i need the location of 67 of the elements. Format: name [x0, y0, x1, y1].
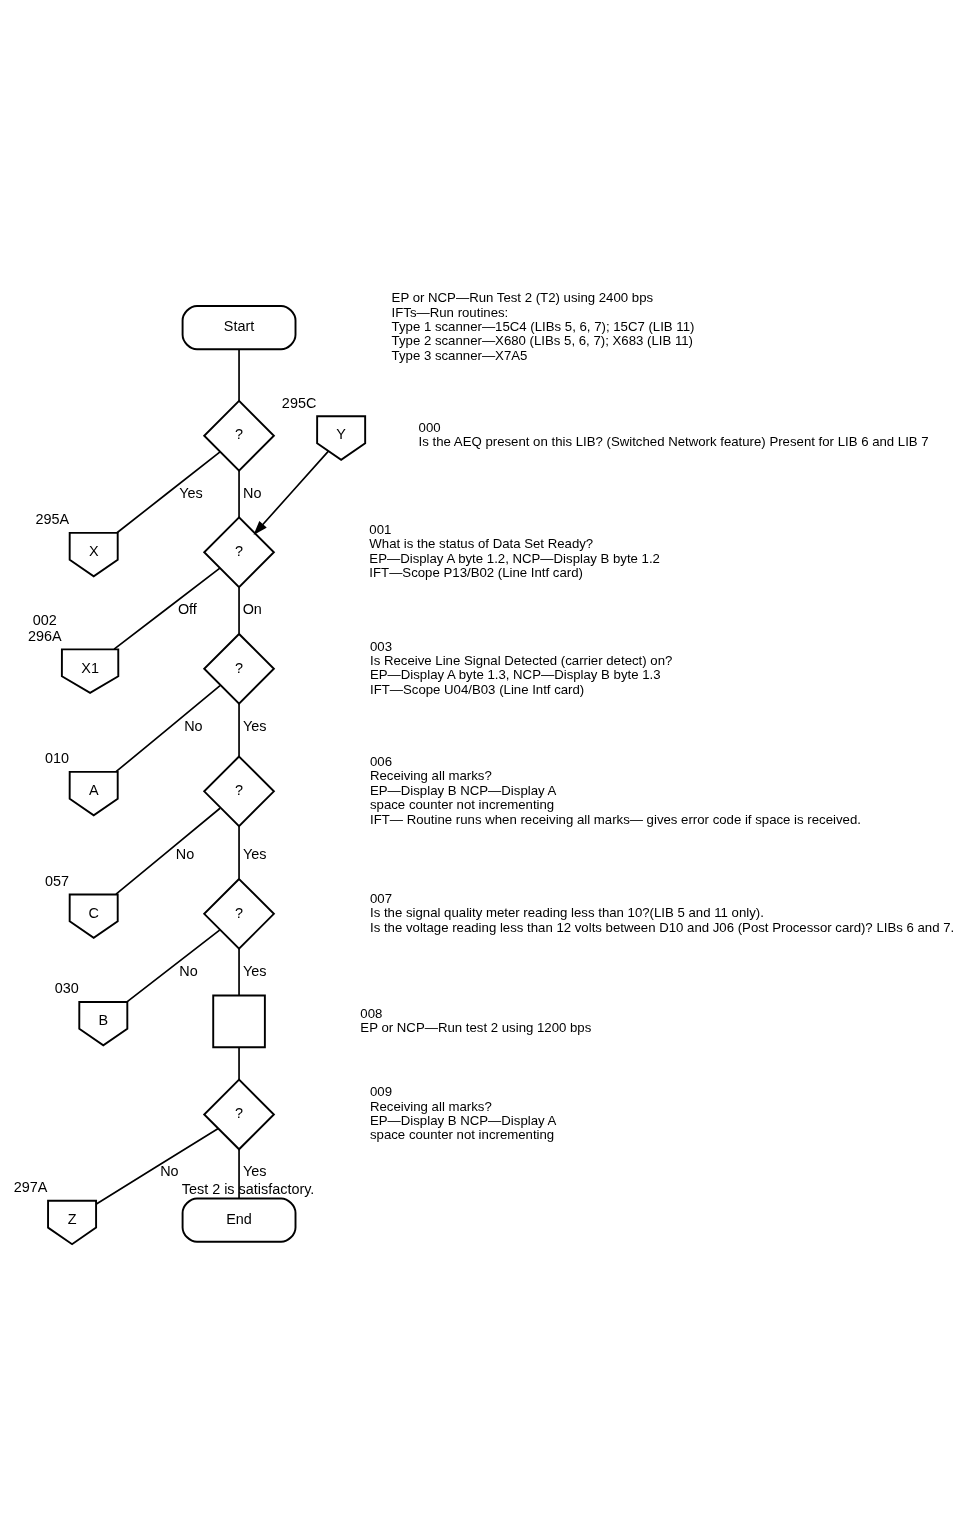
node-label: 010	[45, 749, 70, 766]
connector	[113, 566, 221, 650]
node-label: 006	[369, 753, 393, 769]
connector	[238, 824, 240, 880]
node-label: 295C	[281, 394, 317, 411]
node-label: 003	[369, 638, 393, 654]
node-box: End	[181, 1197, 297, 1243]
edge-label: Yes	[242, 962, 267, 979]
node-label: EP—Display A byte 1.2, NCP—Display B byte 1.2	[369, 550, 660, 566]
edge-label: Yes	[242, 717, 267, 734]
node-label: EP—Display B NCP—Display A	[369, 782, 557, 798]
node-label: 000	[418, 419, 441, 435]
node-label: 057	[45, 872, 70, 889]
edge-label: Yes	[179, 484, 203, 501]
edge-label: No	[184, 717, 203, 734]
node-box	[212, 994, 266, 1048]
connector	[238, 702, 240, 757]
node-diamond: ?	[202, 399, 276, 472]
node-label: Type 1 scanner—15C4 (LIBs 5, 6, 7); 15C7 (LIB 11)	[391, 318, 695, 334]
edge-label: Yes	[242, 1162, 267, 1179]
node-label: Is Receive Line Signal Detected (carrier detect) on?	[369, 652, 673, 668]
node-diamond: ?	[202, 754, 276, 827]
connector	[115, 806, 221, 895]
node-label: EP or NCP—Run test 2 using 1200 bps	[360, 1019, 592, 1035]
node-label: EP or NCP—Run Test 2 (T2) using 2400 bps	[391, 289, 654, 305]
edge-label: Off	[177, 600, 197, 617]
connector	[95, 1127, 220, 1205]
node-box: Start	[181, 304, 297, 350]
connector	[126, 928, 221, 1002]
node-label: Receiving all marks?	[369, 767, 492, 783]
node-diamond: ?	[202, 877, 276, 950]
edge-label: No	[160, 1162, 179, 1179]
node-label: 296A	[27, 627, 62, 644]
connector	[116, 450, 221, 534]
connector	[238, 947, 240, 996]
connector	[238, 469, 240, 518]
connector	[115, 684, 221, 772]
node-label: Type 3 scanner—X7A5	[391, 347, 528, 363]
node-label: Receiving all marks?	[369, 1098, 492, 1114]
node-diamond: ?	[202, 1077, 276, 1151]
node-label: Is the AEQ present on this LIB? (Switched Network feature) Present for LIB 6 and LIB 7	[418, 433, 929, 449]
node-label: 030	[54, 979, 79, 996]
node-label: 295A	[35, 510, 70, 527]
connector	[238, 586, 240, 634]
arrow	[253, 450, 330, 535]
node-label: Is the signal quality meter reading less than 10?(LIB 5 and 11 only).	[369, 904, 764, 920]
node-label: What is the status of Data Set Ready?	[369, 535, 594, 551]
node-diamond: ?	[202, 632, 276, 705]
edge-label: On	[242, 600, 262, 617]
node-label: IFT—Scope U04/B03 (Line Intf card)	[369, 681, 585, 697]
node-label: 002	[32, 611, 57, 628]
edge-label: No	[243, 484, 262, 501]
connector	[238, 1148, 240, 1199]
node-diamond: ?	[202, 515, 276, 588]
edge-label: Yes	[242, 845, 267, 862]
node-label: 009	[369, 1083, 393, 1099]
connector	[238, 348, 240, 402]
node-label: IFTs—Run routines:	[391, 304, 509, 320]
node-label: IFT— Routine runs when receiving all marks— gives error code if space is received.	[369, 811, 861, 827]
edge-label: No	[175, 845, 195, 862]
edge-label: No	[179, 962, 198, 979]
node-label: 007	[369, 890, 393, 906]
node-label: 297A	[13, 1178, 48, 1195]
connector	[238, 1046, 240, 1080]
node-label: 001	[369, 521, 392, 537]
node-label: Is the voltage reading less than 12 volts between D10 and J06 (Post Processor card)? LIBs 6 and 7.	[369, 919, 955, 935]
node-label: 008	[360, 1005, 383, 1021]
